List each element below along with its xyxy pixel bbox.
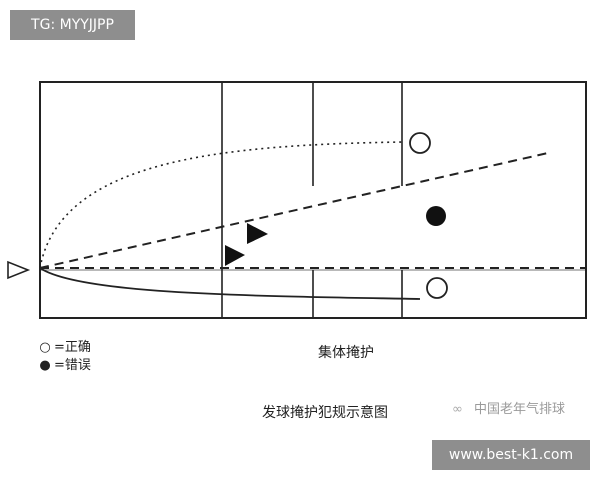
watermark-text: 中国老年气排球	[474, 402, 566, 417]
source-watermark: ∞ 中国老年气排球	[452, 398, 565, 417]
bottom-watermark-tag: www.best-k1.com	[432, 440, 590, 470]
dotted-trajectory	[39, 141, 403, 269]
top-watermark-tag: TG: MYYJJPP	[10, 10, 135, 40]
legend-correct: ○=正确	[38, 336, 91, 355]
legend-correct-label: =正确	[54, 340, 91, 355]
solid-trajectory	[39, 267, 421, 300]
filled-circle-icon: ●	[39, 358, 51, 373]
diagram-caption: 发球掩护犯规示意图	[262, 405, 388, 421]
correct-marker-bottom	[426, 277, 448, 299]
error-marker	[426, 206, 446, 226]
dashed-diagonal-trajectory	[39, 152, 549, 269]
wechat-icon: ∞	[452, 402, 463, 417]
screen-player-2	[247, 223, 268, 244]
server-marker	[7, 260, 31, 280]
legend-error: ●=错误	[38, 354, 91, 373]
open-circle-icon: ○	[39, 340, 51, 355]
legend-error-label: =错误	[54, 358, 91, 373]
screen-player-1	[225, 245, 245, 266]
diagram-subcaption: 集体掩护	[318, 345, 374, 361]
correct-marker-top	[409, 132, 431, 154]
